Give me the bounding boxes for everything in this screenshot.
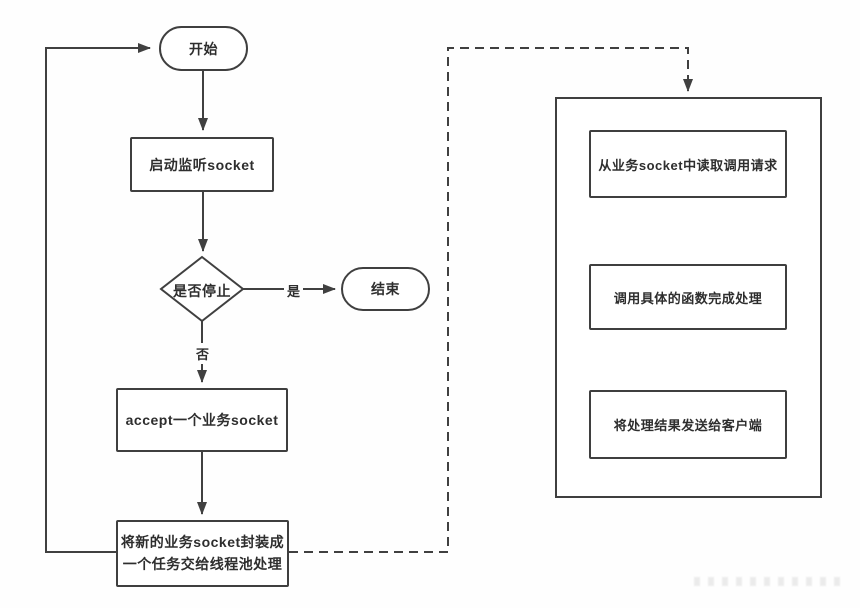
start-node: 开始 [159, 26, 248, 71]
end-node: 结束 [341, 267, 430, 311]
watermark [694, 577, 844, 586]
accept-socket-node: accept一个业务socket [116, 388, 288, 452]
edge-loopback [45, 43, 151, 553]
worker-call-node: 调用具体的函数完成处理 [589, 264, 787, 330]
stop-decision-label: 是否停止 [173, 283, 231, 299]
edge-wrap-worker-dashed [289, 47, 693, 553]
decision-diamond-shape [159, 255, 245, 323]
wrap-task-node: 将新的业务socket封装成 一个任务交给线程池处理 [116, 520, 289, 587]
edge-label-no: 否 [193, 343, 213, 364]
listen-socket-node: 启动监听socket [130, 137, 274, 192]
edge-label-yes: 是 [284, 280, 304, 301]
worker-read-node: 从业务socket中读取调用请求 [589, 130, 787, 198]
worker-send-node: 将处理结果发送给客户端 [589, 390, 787, 459]
